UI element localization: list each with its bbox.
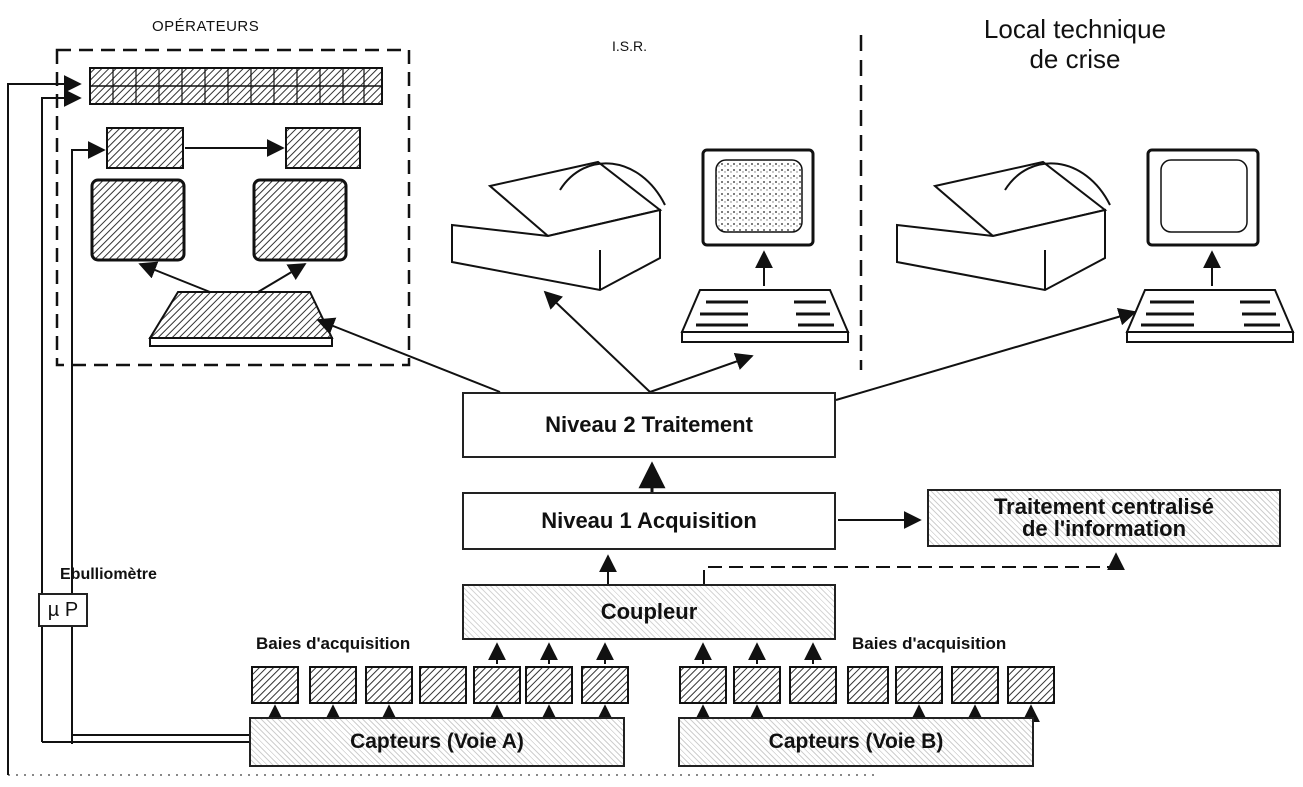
centralise-line1: Traitement centralisé [993, 494, 1215, 519]
capteurs-voie-b-box: Capteurs (Voie B) [678, 717, 1034, 767]
console-icon [1125, 289, 1295, 343]
baies-acquisition-b-label: Baies d'acquisition [852, 634, 1007, 653]
section-local-crise: Local technique de crise [950, 14, 1200, 74]
traitement-centralise-box: Traitement centralisé de l'information [927, 489, 1281, 547]
microprocessor-box: µ P [38, 593, 88, 627]
monitor-icon [90, 178, 186, 262]
recorder-icon [106, 127, 184, 169]
acquisition-bays-b [679, 666, 1055, 704]
operateurs-zone [55, 48, 411, 367]
section-operateurs: OPÉRATEURS [152, 18, 260, 35]
keyboard-icon [148, 291, 334, 347]
niveau1-acquisition-box: Niveau 1 Acquisition [462, 492, 836, 550]
capteurs-voie-a-box: Capteurs (Voie A) [249, 717, 625, 767]
monitor-icon [1146, 148, 1260, 247]
printer-icon [896, 160, 1111, 292]
section-crise-line1: Local technique [983, 14, 1167, 44]
monitor-icon [701, 148, 815, 247]
niveau2-traitement-box: Niveau 2 Traitement [462, 392, 836, 458]
section-crise-line2: de crise [1029, 44, 1121, 74]
console-icon [680, 289, 850, 343]
capteurs-b-label: Capteurs (Voie B) [768, 730, 944, 753]
capteurs-a-label: Capteurs (Voie A) [350, 730, 524, 753]
acquisition-bays-a [251, 666, 629, 704]
section-isr: I.S.R. [612, 38, 648, 54]
baies-acquisition-a-label: Baies d'acquisition [256, 634, 411, 653]
coupleur-box: Coupleur [462, 584, 836, 640]
printer-icon [451, 160, 666, 292]
control-panel-icon [89, 67, 383, 105]
recorder-icon [285, 127, 361, 169]
coupleur-label: Coupleur [600, 599, 698, 624]
ebulliometre-label: Ebulliomètre [60, 566, 157, 583]
centralise-line2: de l'information [1021, 516, 1187, 541]
monitor-icon [252, 178, 348, 262]
